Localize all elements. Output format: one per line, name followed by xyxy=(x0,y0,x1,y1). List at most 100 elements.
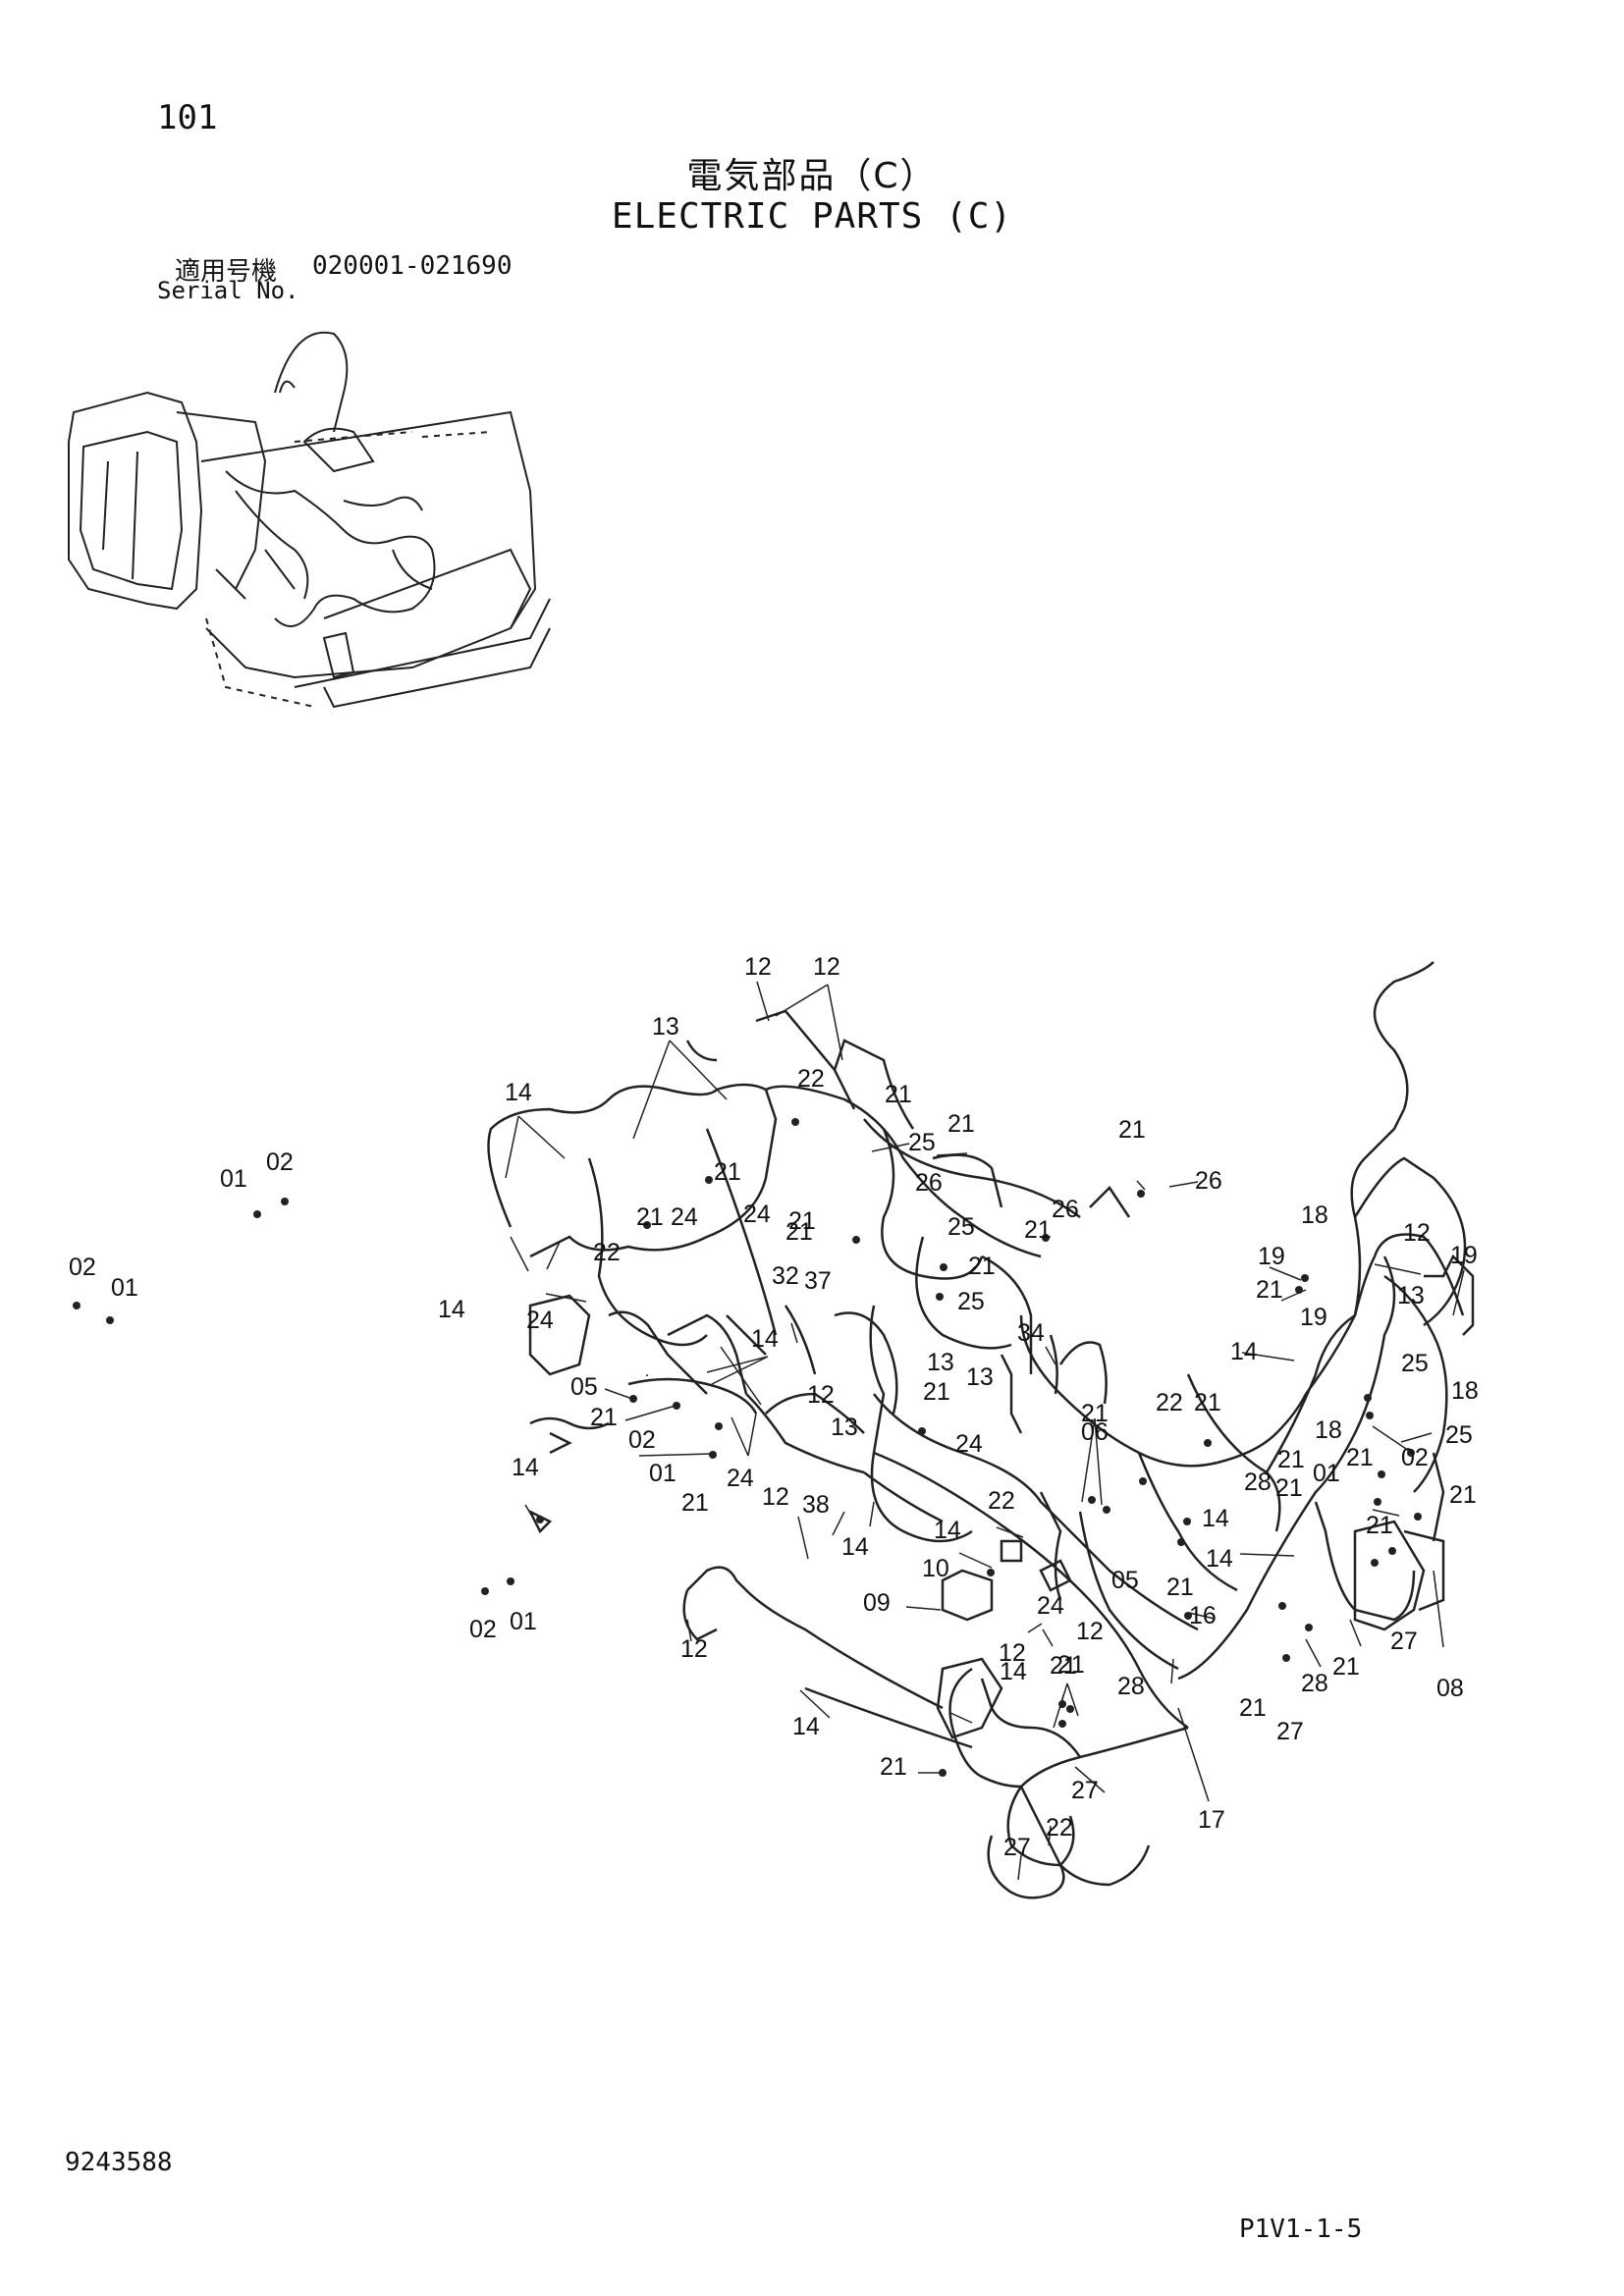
callout-label: 05 xyxy=(570,1373,598,1401)
callout-label: 21 xyxy=(681,1489,709,1517)
callout-label: 21 xyxy=(1194,1389,1221,1416)
callout-label: 14 xyxy=(1000,1658,1027,1685)
callout-label: 25 xyxy=(957,1288,985,1315)
callout-label: 21 xyxy=(1332,1653,1360,1681)
callout-label: 21 xyxy=(947,1110,975,1138)
callout-label: 21 xyxy=(788,1207,816,1235)
callout-label: 14 xyxy=(1230,1338,1258,1365)
callout-label: 21 xyxy=(1346,1444,1374,1471)
callout-label: 16 xyxy=(1189,1602,1217,1629)
callout-label: 05 xyxy=(1111,1567,1139,1594)
callout-label: 02 xyxy=(1401,1444,1429,1471)
callout-label: 21 xyxy=(1275,1474,1303,1502)
callout-label: 24 xyxy=(1037,1592,1064,1620)
callout-label: 14 xyxy=(512,1454,539,1481)
callout-label: 13 xyxy=(966,1363,994,1391)
callout-label: 09 xyxy=(863,1589,891,1617)
callout-label: 21 xyxy=(923,1378,950,1406)
page-number: 101 xyxy=(157,98,218,137)
callout-label: 17 xyxy=(1198,1806,1225,1834)
callout-label: 14 xyxy=(934,1517,961,1544)
callout-label: 14 xyxy=(1206,1545,1233,1573)
callout-label: 12 xyxy=(807,1381,835,1409)
callout-label: 28 xyxy=(1244,1468,1272,1496)
callout-labels: 12 12 13 14 22 21 21 25 21 01 02 21 24 2… xyxy=(69,953,1479,1861)
callout-label: 01 xyxy=(649,1460,677,1487)
callout-label: 21 xyxy=(968,1253,996,1280)
callout-label: 24 xyxy=(955,1430,983,1458)
callout-label: 21 xyxy=(1118,1116,1146,1144)
callout-label: 01 xyxy=(111,1274,138,1302)
callout-label: 26 xyxy=(1195,1167,1222,1195)
callout-label: 13 xyxy=(831,1414,858,1441)
callout-label: 38 xyxy=(802,1491,830,1519)
callout-label: 26 xyxy=(915,1169,943,1197)
callout-label: 34 xyxy=(1017,1319,1045,1347)
callout-label: 12 xyxy=(1403,1219,1431,1247)
callout-label: 24 xyxy=(743,1201,771,1228)
callout-label: 14 xyxy=(792,1713,820,1740)
callout-label: 14 xyxy=(438,1296,465,1323)
callout-label: 14 xyxy=(1202,1505,1229,1532)
fastener-markers xyxy=(73,1118,1422,1777)
callout-label: 21 xyxy=(1050,1652,1077,1680)
callout-label: 27 xyxy=(1003,1834,1031,1861)
callout-label: 14 xyxy=(505,1079,532,1106)
title-japanese: 電気部品（C） xyxy=(686,156,938,196)
callout-label: 18 xyxy=(1451,1377,1479,1405)
serial-label-english: Serial No. xyxy=(157,277,299,304)
callout-label: 24 xyxy=(526,1307,554,1334)
callout-label: 21 xyxy=(880,1753,907,1781)
wiring-harness-drawing xyxy=(487,961,1475,1899)
callout-label: 19 xyxy=(1300,1304,1327,1331)
callout-label: 25 xyxy=(1401,1350,1429,1377)
callout-label: 02 xyxy=(69,1254,96,1281)
callout-label: 25 xyxy=(1445,1421,1473,1449)
callout-label: 21 xyxy=(1166,1574,1194,1601)
callout-label: 12 xyxy=(680,1635,708,1663)
callout-label: 08 xyxy=(1436,1675,1464,1702)
callout-label: 14 xyxy=(751,1325,779,1353)
callout-label: 28 xyxy=(1301,1670,1328,1697)
callout-label: 21 xyxy=(1057,1651,1085,1679)
callout-label: 21 xyxy=(636,1203,664,1231)
callout-label: 27 xyxy=(1276,1718,1304,1745)
callout-label: 21 xyxy=(1024,1216,1052,1244)
callout-label: 37 xyxy=(804,1267,832,1295)
callout-label: 12 xyxy=(999,1639,1026,1667)
callout-label: 26 xyxy=(1052,1196,1079,1223)
callout-label: 32 xyxy=(772,1262,799,1290)
callout-label: 27 xyxy=(1390,1628,1418,1655)
callout-label: 21 xyxy=(785,1218,813,1246)
callout-label: 18 xyxy=(1301,1201,1328,1229)
callout-label: 22 xyxy=(1156,1389,1183,1416)
callout-label: 22 xyxy=(1046,1814,1073,1842)
serial-label-japanese: 適用号機 xyxy=(175,257,278,287)
callout-label: 01 xyxy=(220,1165,247,1193)
callout-label: 02 xyxy=(628,1426,656,1454)
callout-label: 13 xyxy=(927,1349,954,1376)
page-reference: P1V1-1-5 xyxy=(1239,2215,1363,2244)
callout-label: 19 xyxy=(1450,1242,1478,1269)
machine-overview-illustration xyxy=(68,331,551,709)
callout-label: 02 xyxy=(469,1616,497,1643)
callout-label: 24 xyxy=(671,1203,698,1231)
callout-label: 01 xyxy=(510,1608,537,1635)
callout-label: 21 xyxy=(1256,1276,1283,1304)
callout-label: 14 xyxy=(841,1533,869,1561)
callout-label: 21 xyxy=(885,1081,912,1108)
callout-label: 01 xyxy=(1313,1460,1340,1487)
callout-label: 22 xyxy=(988,1487,1015,1515)
title-english: ELECTRIC PARTS (C) xyxy=(611,196,1013,237)
callout-label: 02 xyxy=(266,1148,294,1176)
callout-label: 25 xyxy=(947,1213,975,1241)
callout-label: 12 xyxy=(1076,1618,1104,1645)
callout-label: 21 xyxy=(714,1158,741,1186)
callout-label: 22 xyxy=(593,1239,621,1266)
callout-label: 12 xyxy=(762,1483,789,1511)
callout-label: 18 xyxy=(1315,1416,1342,1444)
callout-label: 21 xyxy=(1366,1512,1393,1539)
callout-label: 21 xyxy=(590,1404,618,1431)
callout-label: 22 xyxy=(797,1065,825,1093)
